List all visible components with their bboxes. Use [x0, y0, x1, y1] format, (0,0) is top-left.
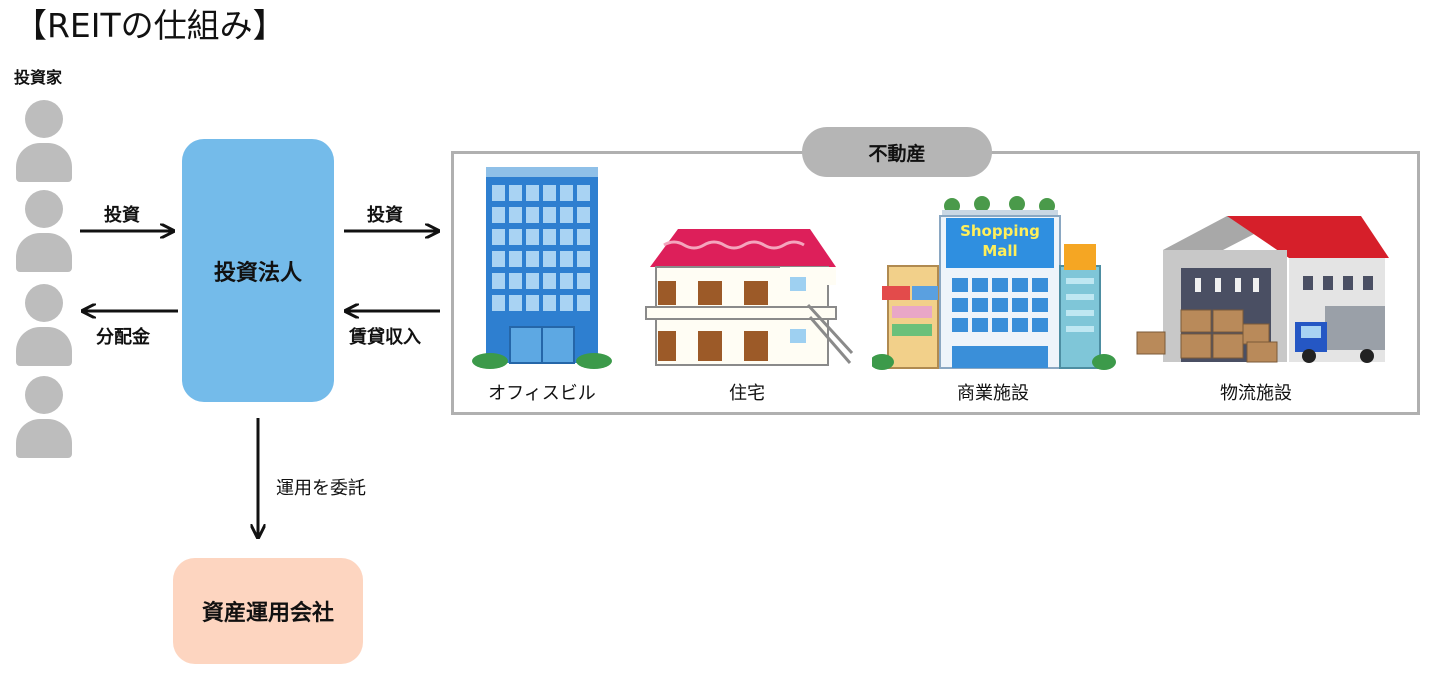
mall-sign-line1: Shopping [960, 222, 1040, 240]
house-icon [645, 229, 854, 366]
invest-property-label: 投資 [367, 205, 403, 226]
mall-sign-line2: Mall [982, 242, 1017, 260]
page-title: 【REITの仕組み】 [14, 6, 286, 45]
rental-income-label: 賃貸収入 [349, 327, 421, 348]
distribution-label: 分配金 [96, 327, 150, 348]
asset-manager-box: 資産運用会社 [173, 558, 363, 664]
property-label-housing: 住宅 [729, 383, 765, 404]
delegate-label: 運用を委託 [276, 478, 366, 499]
investors-label: 投資家 [14, 68, 63, 87]
invest-label: 投資 [104, 205, 140, 226]
real-estate-label: 不動産 [868, 142, 926, 165]
property-label-commercial: 商業施設 [957, 383, 1029, 404]
investment-corporation-box: 投資法人 [182, 139, 334, 402]
asset-manager-label: 資産運用会社 [201, 601, 334, 626]
property-label-office: オフィスビル [488, 383, 596, 404]
property-label-logistics: 物流施設 [1220, 383, 1292, 404]
investor-person-icon [16, 284, 72, 366]
shopping-mall-icon: Shopping Mall [872, 196, 1116, 370]
office-building-icon [472, 167, 612, 369]
investment-corporation-label: 投資法人 [213, 260, 302, 286]
investor-person-icon [16, 190, 72, 272]
real-estate-tab: 不動産 [802, 127, 992, 177]
investor-person-icon [16, 100, 72, 182]
investor-person-icon [16, 376, 72, 458]
warehouse-icon [1136, 216, 1389, 363]
